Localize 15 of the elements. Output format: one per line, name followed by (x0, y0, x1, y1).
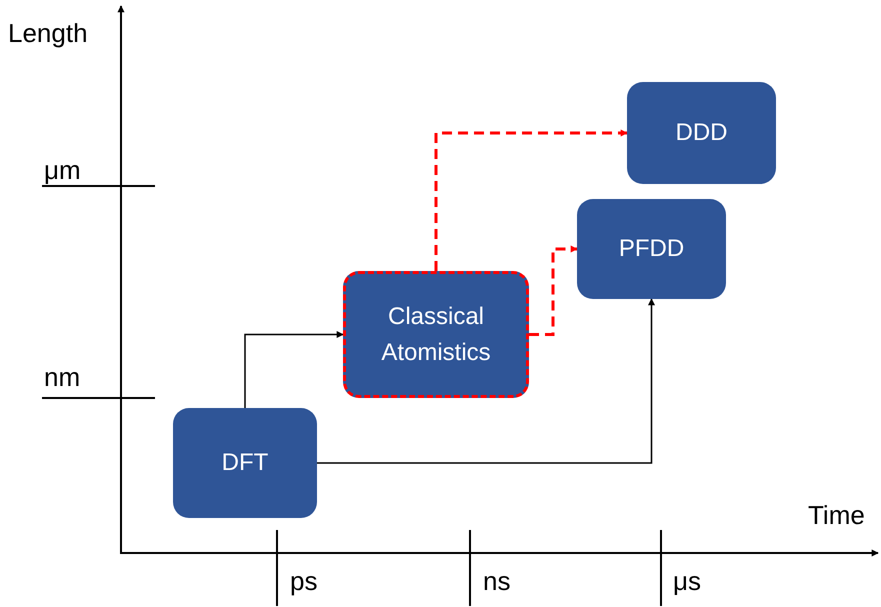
tick-label: nm (44, 362, 80, 393)
arrow (244, 331, 344, 408)
tick-label: μs (673, 566, 701, 597)
arrow (317, 298, 655, 464)
process-box: DFT (173, 408, 317, 518)
axis-label: Time (808, 500, 865, 531)
tick-label: μm (44, 155, 81, 186)
axis-label: Length (8, 18, 88, 49)
process-box: Classical Atomistics (343, 271, 529, 398)
arrow (434, 130, 628, 271)
arrow (529, 246, 578, 336)
tick-label: ns (483, 566, 510, 597)
process-box: PFDD (577, 199, 726, 299)
process-box: DDD (627, 82, 776, 184)
tick-label: ps (290, 566, 318, 597)
